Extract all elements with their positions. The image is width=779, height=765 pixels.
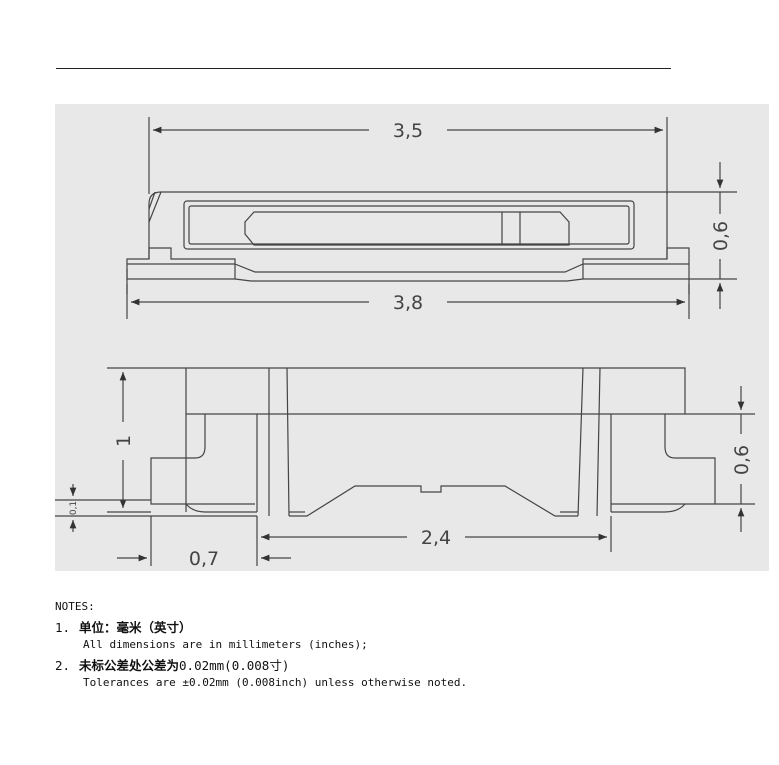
note-2-zh: 2. 未标公差处公差为0.02mm(0.008寸) [55,655,755,674]
label-right-top-height: 0,6 [710,221,732,251]
note-1-zh: 1. 单位：毫米（英寸） [55,617,755,636]
dimension-right-top [667,162,737,309]
note-1-zh-text: 单位：毫米（英寸） [79,620,192,635]
note-2-number: 2. [55,658,71,673]
top-view [126,117,690,294]
dimension-right-bottom [685,386,755,532]
note-1-number: 1. [55,620,71,635]
note-1-en: All dimensions are in millimeters (inche… [83,638,368,651]
label-top-width: 3,5 [393,120,423,142]
drawing-svg: 3,5 3,8 0,6 1 0,6 0,1 0,7 2,4 [55,117,755,570]
note-2-zh-value: 0.02mm(0.008寸) [179,658,290,673]
label-small-height: 0,1 [69,501,79,515]
dimension-foot-width [117,516,291,566]
label-height: 1 [113,435,135,447]
dimension-inner-width [261,516,612,552]
label-bottom-width: 3,8 [393,292,423,314]
dimension-bottom-width [126,284,690,319]
label-right-bottom-height: 0,6 [731,445,753,475]
label-foot-width: 0,7 [189,548,219,570]
header-rule [56,68,671,69]
note-2-zh-text: 未标公差处公差为 [79,658,180,673]
notes-section: NOTES: 1. 单位：毫米（英寸） All dimensions are in… [55,600,755,689]
technical-drawing: 3,5 3,8 0,6 1 0,6 0,1 0,7 2,4 [55,104,769,571]
side-view [150,367,716,517]
label-inner-width: 2,4 [421,527,451,549]
dimension-small-height [55,484,257,532]
note-2-en: Tolerances are ±0.02mm (0.008inch) unles… [83,676,468,689]
notes-title: NOTES: [55,600,95,613]
